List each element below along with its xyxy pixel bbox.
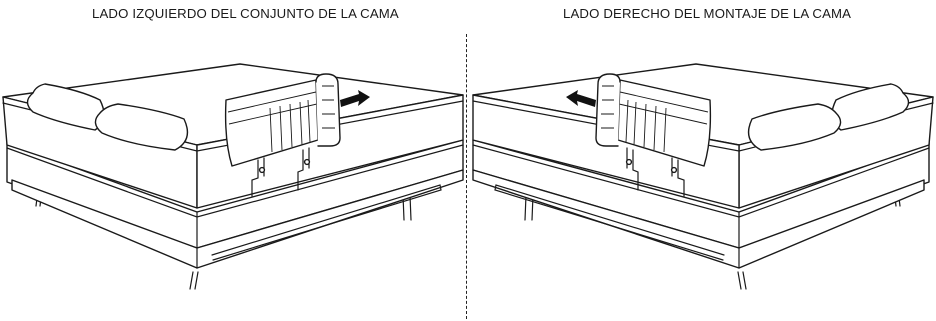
right-bed-illustration — [472, 63, 934, 290]
pillow — [94, 103, 189, 151]
frame-rail — [211, 184, 442, 261]
left-assembly-caption: LADO IZQUIERDO DEL CONJUNTO DE LA CAMA — [92, 6, 399, 21]
direction-arrow-left — [566, 90, 596, 107]
dashed-divider — [466, 34, 467, 319]
right-assembly-caption: LADO DERECHO DEL MONTAJE DE LA CAMA — [563, 6, 852, 21]
bed-rail — [224, 73, 341, 197]
direction-arrow-right — [340, 90, 370, 107]
mattress-front — [196, 94, 464, 209]
bed-leg — [189, 271, 199, 290]
left-bed-illustration — [2, 63, 464, 290]
